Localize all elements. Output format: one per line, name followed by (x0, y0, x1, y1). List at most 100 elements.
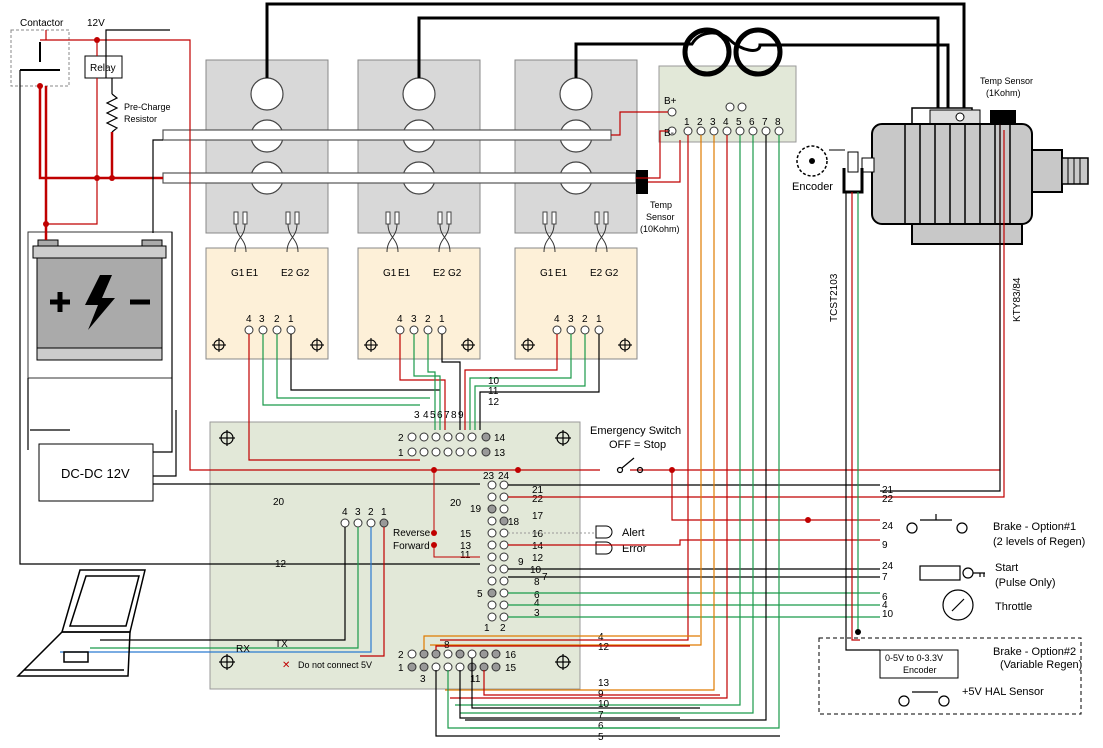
cs-pin-numbers: 1 2 3 4 5 6 7 8 (684, 117, 781, 128)
svg-text:12: 12 (488, 397, 500, 408)
svg-text:21: 21 (882, 485, 894, 496)
svg-text:4: 4 (534, 598, 540, 609)
svg-text:13: 13 (598, 678, 610, 689)
svg-text:1: 1 (398, 663, 404, 674)
aux-wires-black (19, 29, 480, 565)
wire-20-label: 20 (273, 497, 285, 508)
motor-phase-cables (265, 2, 966, 108)
serial-wires (60, 527, 385, 657)
svg-text:11: 11 (488, 386, 499, 397)
dcdc-box (38, 443, 154, 502)
svg-text:9: 9 (518, 557, 524, 568)
driver-mount-holes (212, 338, 632, 352)
svg-text:7: 7 (762, 117, 768, 128)
svg-text:5: 5 (598, 732, 604, 743)
svg-text:13: 13 (460, 541, 472, 552)
svg-text:5: 5 (736, 117, 742, 128)
svg-text:3: 3 (568, 314, 574, 325)
wire-12-label: 12 (275, 559, 287, 570)
driver-pins-2: 4 3 2 1 (397, 314, 445, 325)
emergency-label-1: Emergency Switch (590, 425, 681, 437)
svg-text:11: 11 (470, 674, 481, 685)
svg-text:15: 15 (460, 529, 472, 540)
gate-terminals (233, 211, 609, 225)
throttle-label: Throttle (995, 601, 1032, 613)
cs-signal-wires (430, 135, 780, 729)
right-signal-wires (508, 124, 1005, 618)
current-sensor-rings (682, 27, 783, 77)
svg-text:8: 8 (451, 410, 457, 421)
svg-text:10: 10 (488, 376, 500, 387)
motor-temp-label-1: Temp Sensor (980, 76, 1033, 86)
svg-text:9: 9 (882, 540, 888, 551)
svg-text:21: 21 (532, 485, 544, 496)
svg-text:14: 14 (494, 433, 506, 444)
encoder-wheel-icon (796, 145, 845, 177)
encoder-label: Encoder (792, 181, 833, 193)
driver-module-1 (205, 247, 329, 360)
relay-label: Relay (90, 63, 116, 74)
upper-wire-numbers: 10 11 12 (488, 376, 500, 408)
12v-label: 12V (87, 18, 105, 29)
contactor-switch (20, 42, 60, 71)
motor-temp-label-2: (1Kohm) (986, 88, 1021, 98)
error-label: Error (622, 543, 647, 555)
gate-label: G2 (296, 268, 310, 279)
emergency-switch-icon (616, 457, 644, 474)
gate-label-group-2: G1 E1 E2 G2 (383, 268, 462, 279)
svg-text:14: 14 (532, 541, 544, 552)
upper-connector-pins: 3 4 5 6 7 8 9 2 1 14 13 (398, 410, 506, 459)
svg-text:4: 4 (246, 314, 252, 325)
svg-text:1: 1 (684, 117, 690, 128)
brake-switch-icon (906, 514, 968, 534)
brake2-encoder-label-2: Encoder (903, 665, 937, 675)
main-connector-holes (487, 480, 509, 622)
svg-text:12: 12 (532, 553, 544, 564)
svg-text:23: 23 (483, 471, 495, 482)
svg-text:20: 20 (450, 498, 462, 509)
gate-label: E2 (433, 268, 446, 279)
upper-connector-holes (407, 432, 491, 457)
start-label-2: (Pulse Only) (995, 577, 1056, 589)
lower-connector-holes (407, 649, 501, 672)
svg-text:3: 3 (414, 410, 420, 421)
svg-text:8: 8 (775, 117, 781, 128)
svg-text:6: 6 (749, 117, 755, 128)
precharge-label-2: Resistor (124, 114, 157, 124)
hal-label: +5V HAL Sensor (962, 686, 1044, 698)
gate-twists (234, 223, 608, 253)
b-minus-label: B- (664, 128, 674, 139)
svg-text:2: 2 (582, 314, 588, 325)
gate-label: G1 (231, 268, 245, 279)
gate-label: G1 (383, 268, 397, 279)
controller-board (209, 421, 581, 690)
bottom-wire-numbers: 4 12 13 9 10 7 6 5 (598, 632, 610, 743)
forward-label: Forward (393, 541, 430, 552)
rx-label: RX (236, 644, 250, 655)
gate-label: G2 (605, 268, 619, 279)
current-sensor-bus-wires (611, 111, 681, 183)
svg-text:3: 3 (534, 608, 540, 619)
bus-temp-label-2: Sensor (646, 212, 675, 222)
dcdc-label: DC-DC 12V (61, 466, 130, 481)
svg-text:1: 1 (381, 507, 387, 518)
svg-text:10: 10 (882, 609, 894, 620)
svg-text:8: 8 (534, 577, 540, 588)
brake2-encoder-box (879, 649, 959, 679)
laptop-icon (16, 569, 146, 677)
svg-text:15: 15 (505, 663, 517, 674)
svg-text:1: 1 (596, 314, 602, 325)
svg-text:4: 4 (598, 632, 604, 643)
svg-text:24: 24 (882, 561, 894, 572)
svg-text:4: 4 (723, 117, 729, 128)
gate-label: E1 (398, 268, 411, 279)
svg-text:4: 4 (423, 410, 429, 421)
svg-text:1: 1 (398, 448, 404, 459)
svg-text:9: 9 (458, 410, 464, 421)
svg-text:17: 17 (532, 511, 544, 522)
no-5v-label: Do not connect 5V (298, 660, 372, 670)
svg-text:4: 4 (397, 314, 403, 325)
bus-temp-label-3: (10Kohm) (640, 224, 680, 234)
serial-pins: 4 3 2 1 (342, 507, 387, 518)
svg-text:6: 6 (437, 410, 443, 421)
